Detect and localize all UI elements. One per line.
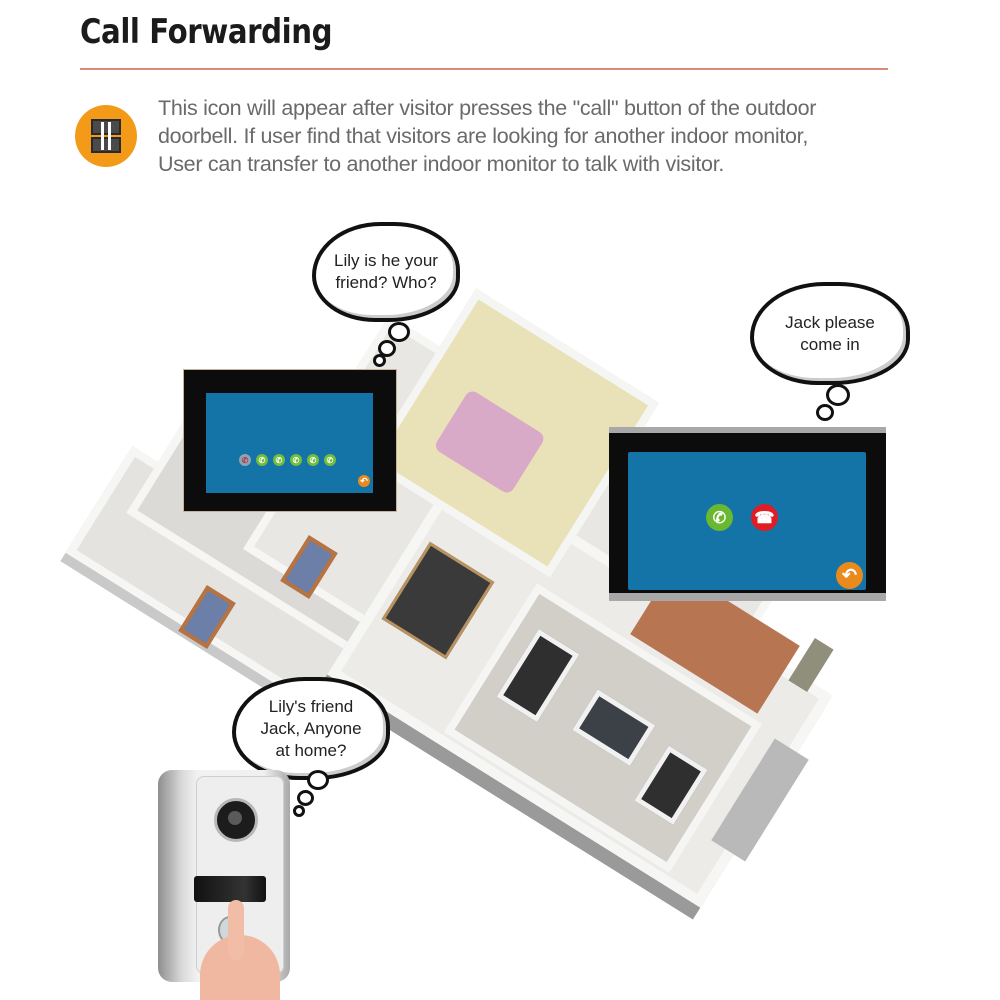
indoor-monitor-left: ✆ ✆ ✆ ✆ ✆ ✆ ↶ [183,369,397,512]
coffee-table [572,689,656,767]
bubble-text: friend? Who? [335,273,437,292]
back-arrow-icon[interactable]: ↶ [836,562,863,589]
phone-accept-icon[interactable]: ✆ [706,504,733,531]
rug [432,388,547,496]
indoor-monitor-right: ✆ ☎ ↶ [609,427,886,601]
bubble-puff [378,340,396,357]
phone-icon[interactable]: ✆ [273,454,285,466]
thought-bubble-monitor-right: Jack please come in [750,282,910,385]
thought-bubble-doorbell: Lily's friend Jack, Anyone at home? [232,677,390,780]
bubble-text: Lily's friend [268,696,354,716]
bubble-text: Lily is he your [334,251,438,270]
phone-icon[interactable]: ✆ [307,454,319,466]
title-divider [80,68,888,70]
bubble-puff [307,770,329,790]
phone-icon[interactable]: ✆ [290,454,302,466]
bubble-text: Jack, Anyone [260,718,362,738]
thought-bubble-monitor-left: Lily is he your friend? Who? [312,222,460,322]
outdoor-doorbell [158,770,290,982]
up-arrow-icon [101,122,104,150]
description-line: User can transfer to another indoor moni… [158,152,725,176]
bubble-puff [388,322,410,342]
feature-description: This icon will appear after visitor pres… [158,94,898,178]
monitor-screen: ✆ ☎ ↶ [628,452,866,590]
bubble-text: at home? [275,740,347,760]
forward-block-bottom [91,137,121,153]
page-title: Call Forwarding [80,12,333,52]
phone-icon[interactable]: ✆ [324,454,336,466]
description-line: doorbell. If user find that visitors are… [158,124,809,148]
down-arrow-icon [108,122,111,150]
phone-decline-icon[interactable]: ☎ [751,504,778,531]
phone-icon[interactable]: ✆ [256,454,268,466]
forward-block-top [91,119,121,135]
monitor-screen: ✆ ✆ ✆ ✆ ✆ ✆ ↶ [206,393,373,493]
bubble-text: Jack please [785,312,875,332]
description-line: This icon will appear after visitor pres… [158,96,817,120]
armchair [634,745,708,825]
sofa [496,628,580,723]
pressing-finger [228,900,244,960]
bubble-puff [816,404,834,421]
call-forward-icon [75,105,137,167]
ir-panel [194,876,266,902]
bubble-puff [297,790,314,806]
bubble-text: come in [800,334,860,354]
bubble-puff [826,384,850,406]
back-arrow-icon[interactable]: ↶ [358,475,370,487]
bubble-puff [373,354,386,367]
bubble-puff [293,805,305,817]
camera-lens-icon [214,798,258,842]
forward-icon[interactable]: ✆ [239,454,251,466]
